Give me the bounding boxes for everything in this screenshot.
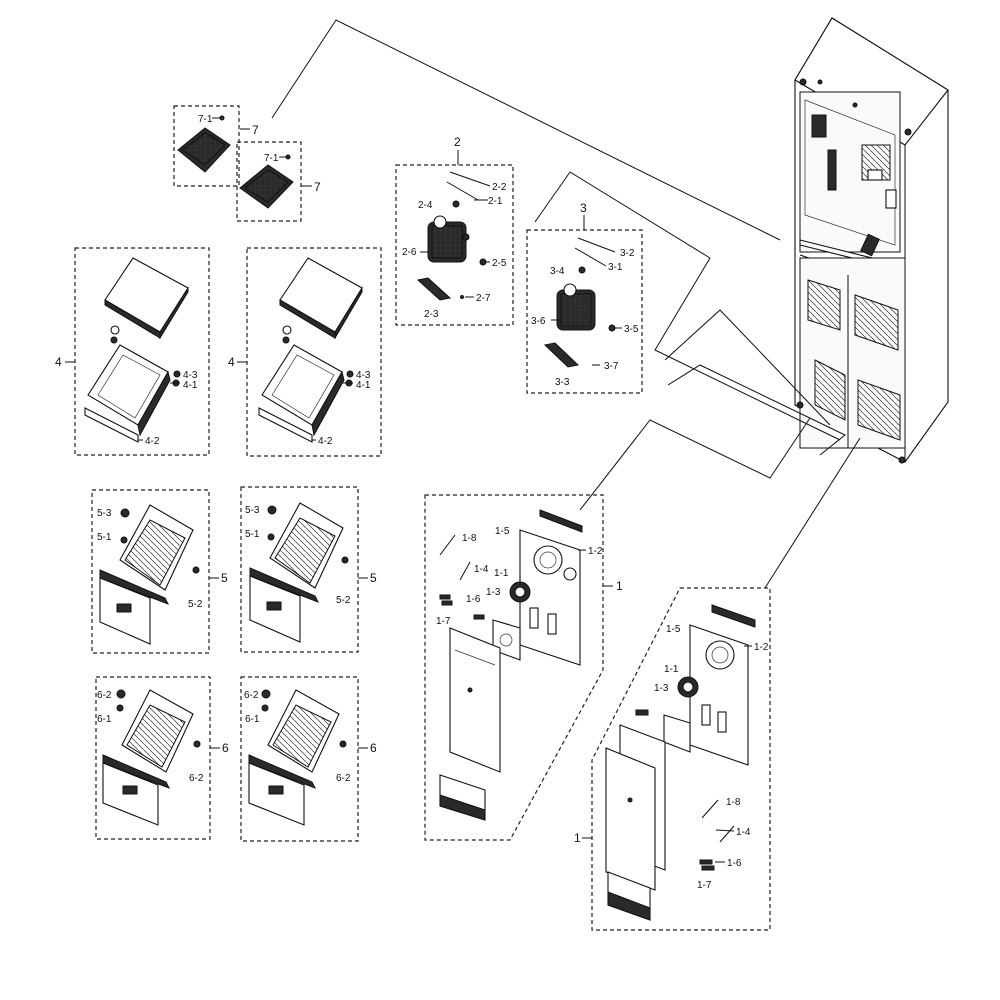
label-7-1b: 7-1	[264, 153, 279, 164]
label-4-3a: 4-3	[183, 370, 198, 381]
group-2-fan-assembly	[395, 150, 514, 326]
label-5-2a: 5-2	[188, 599, 203, 610]
group-6-drawer-left	[95, 676, 220, 840]
label-1-2a: 1-2	[588, 546, 603, 557]
leader-lines	[271, 19, 861, 589]
label-1-2b: 1-2	[754, 642, 769, 653]
label-1-5a: 1-5	[495, 526, 510, 537]
label-group-2: 2	[454, 135, 461, 149]
group-1-cover-assembly-lower	[582, 587, 771, 931]
label-3-5: 3-5	[624, 324, 639, 335]
label-2-5: 2-5	[492, 258, 507, 269]
group-4-shelf-pan-right	[237, 247, 382, 457]
label-5-2b: 5-2	[336, 595, 351, 606]
label-6-2b: 6-2	[244, 690, 259, 701]
label-group-1b: 1	[574, 831, 581, 845]
label-1-6a: 1-6	[466, 594, 481, 605]
group-7-trays	[173, 105, 312, 222]
label-2-2: 2-2	[492, 182, 507, 193]
label-ticks	[138, 251, 752, 863]
label-1-7b: 1-7	[697, 880, 712, 891]
label-2-3: 2-3	[424, 309, 439, 320]
label-6-1b: 6-1	[245, 714, 260, 725]
label-6-2c: 6-2	[189, 773, 204, 784]
label-1-7a: 1-7	[436, 616, 451, 627]
label-1-1a: 1-1	[494, 568, 509, 579]
label-1-5b: 1-5	[666, 624, 681, 635]
label-1-4b: 1-4	[736, 827, 751, 838]
label-2-7: 2-7	[476, 293, 491, 304]
label-1-8a: 1-8	[462, 533, 477, 544]
label-4-2b: 4-2	[318, 436, 333, 447]
label-5-3b: 5-3	[245, 505, 260, 516]
label-6-1a: 6-1	[97, 714, 112, 725]
label-1-8b: 1-8	[726, 797, 741, 808]
part-labels: 7 7 7-1 7-1 2 2-2 2-1 2-4 2-6 2-5 2-7 2-…	[55, 114, 769, 891]
group-4-shelf-pan-left	[65, 247, 210, 456]
label-2-6: 2-6	[402, 247, 417, 258]
label-3-3: 3-3	[555, 377, 570, 388]
label-group-1a: 1	[616, 579, 623, 593]
label-2-4: 2-4	[418, 200, 433, 211]
refrigerator-cabinet	[794, 17, 949, 464]
group-1-cover-assembly-upper	[424, 494, 613, 841]
label-4-2a: 4-2	[145, 436, 160, 447]
label-6-2d: 6-2	[336, 773, 351, 784]
label-4-1a: 4-1	[183, 380, 198, 391]
label-group-4b: 4	[228, 355, 235, 369]
label-1-3a: 1-3	[486, 587, 501, 598]
group-5-drawer-right	[240, 486, 368, 653]
label-group-6a: 6	[222, 741, 229, 755]
group-6-drawer-right	[240, 676, 368, 842]
label-1-1b: 1-1	[664, 664, 679, 675]
label-5-3a: 5-3	[97, 508, 112, 519]
label-3-6: 3-6	[531, 316, 546, 327]
label-group-5b: 5	[370, 571, 377, 585]
label-group-3: 3	[580, 201, 587, 215]
label-1-4a: 1-4	[474, 564, 489, 575]
label-group-7b: 7	[314, 180, 321, 194]
label-group-5a: 5	[221, 571, 228, 585]
label-3-7: 3-7	[604, 361, 619, 372]
label-5-1b: 5-1	[245, 529, 260, 540]
label-3-1: 3-1	[608, 262, 623, 273]
label-3-2: 3-2	[620, 248, 635, 259]
group-5-drawer-left	[91, 489, 219, 654]
label-group-4a: 4	[55, 355, 62, 369]
label-5-1a: 5-1	[97, 532, 112, 543]
label-2-1: 2-1	[488, 196, 503, 207]
label-4-1b: 4-1	[356, 380, 371, 391]
label-group-6b: 6	[370, 741, 377, 755]
label-1-6b: 1-6	[727, 858, 742, 869]
label-3-4: 3-4	[550, 266, 565, 277]
group-3-fan-assembly	[526, 215, 643, 394]
label-6-2a: 6-2	[97, 690, 112, 701]
label-7-1a: 7-1	[198, 114, 213, 125]
label-1-3b: 1-3	[654, 683, 669, 694]
label-group-7a: 7	[252, 123, 259, 137]
label-4-3b: 4-3	[356, 370, 371, 381]
